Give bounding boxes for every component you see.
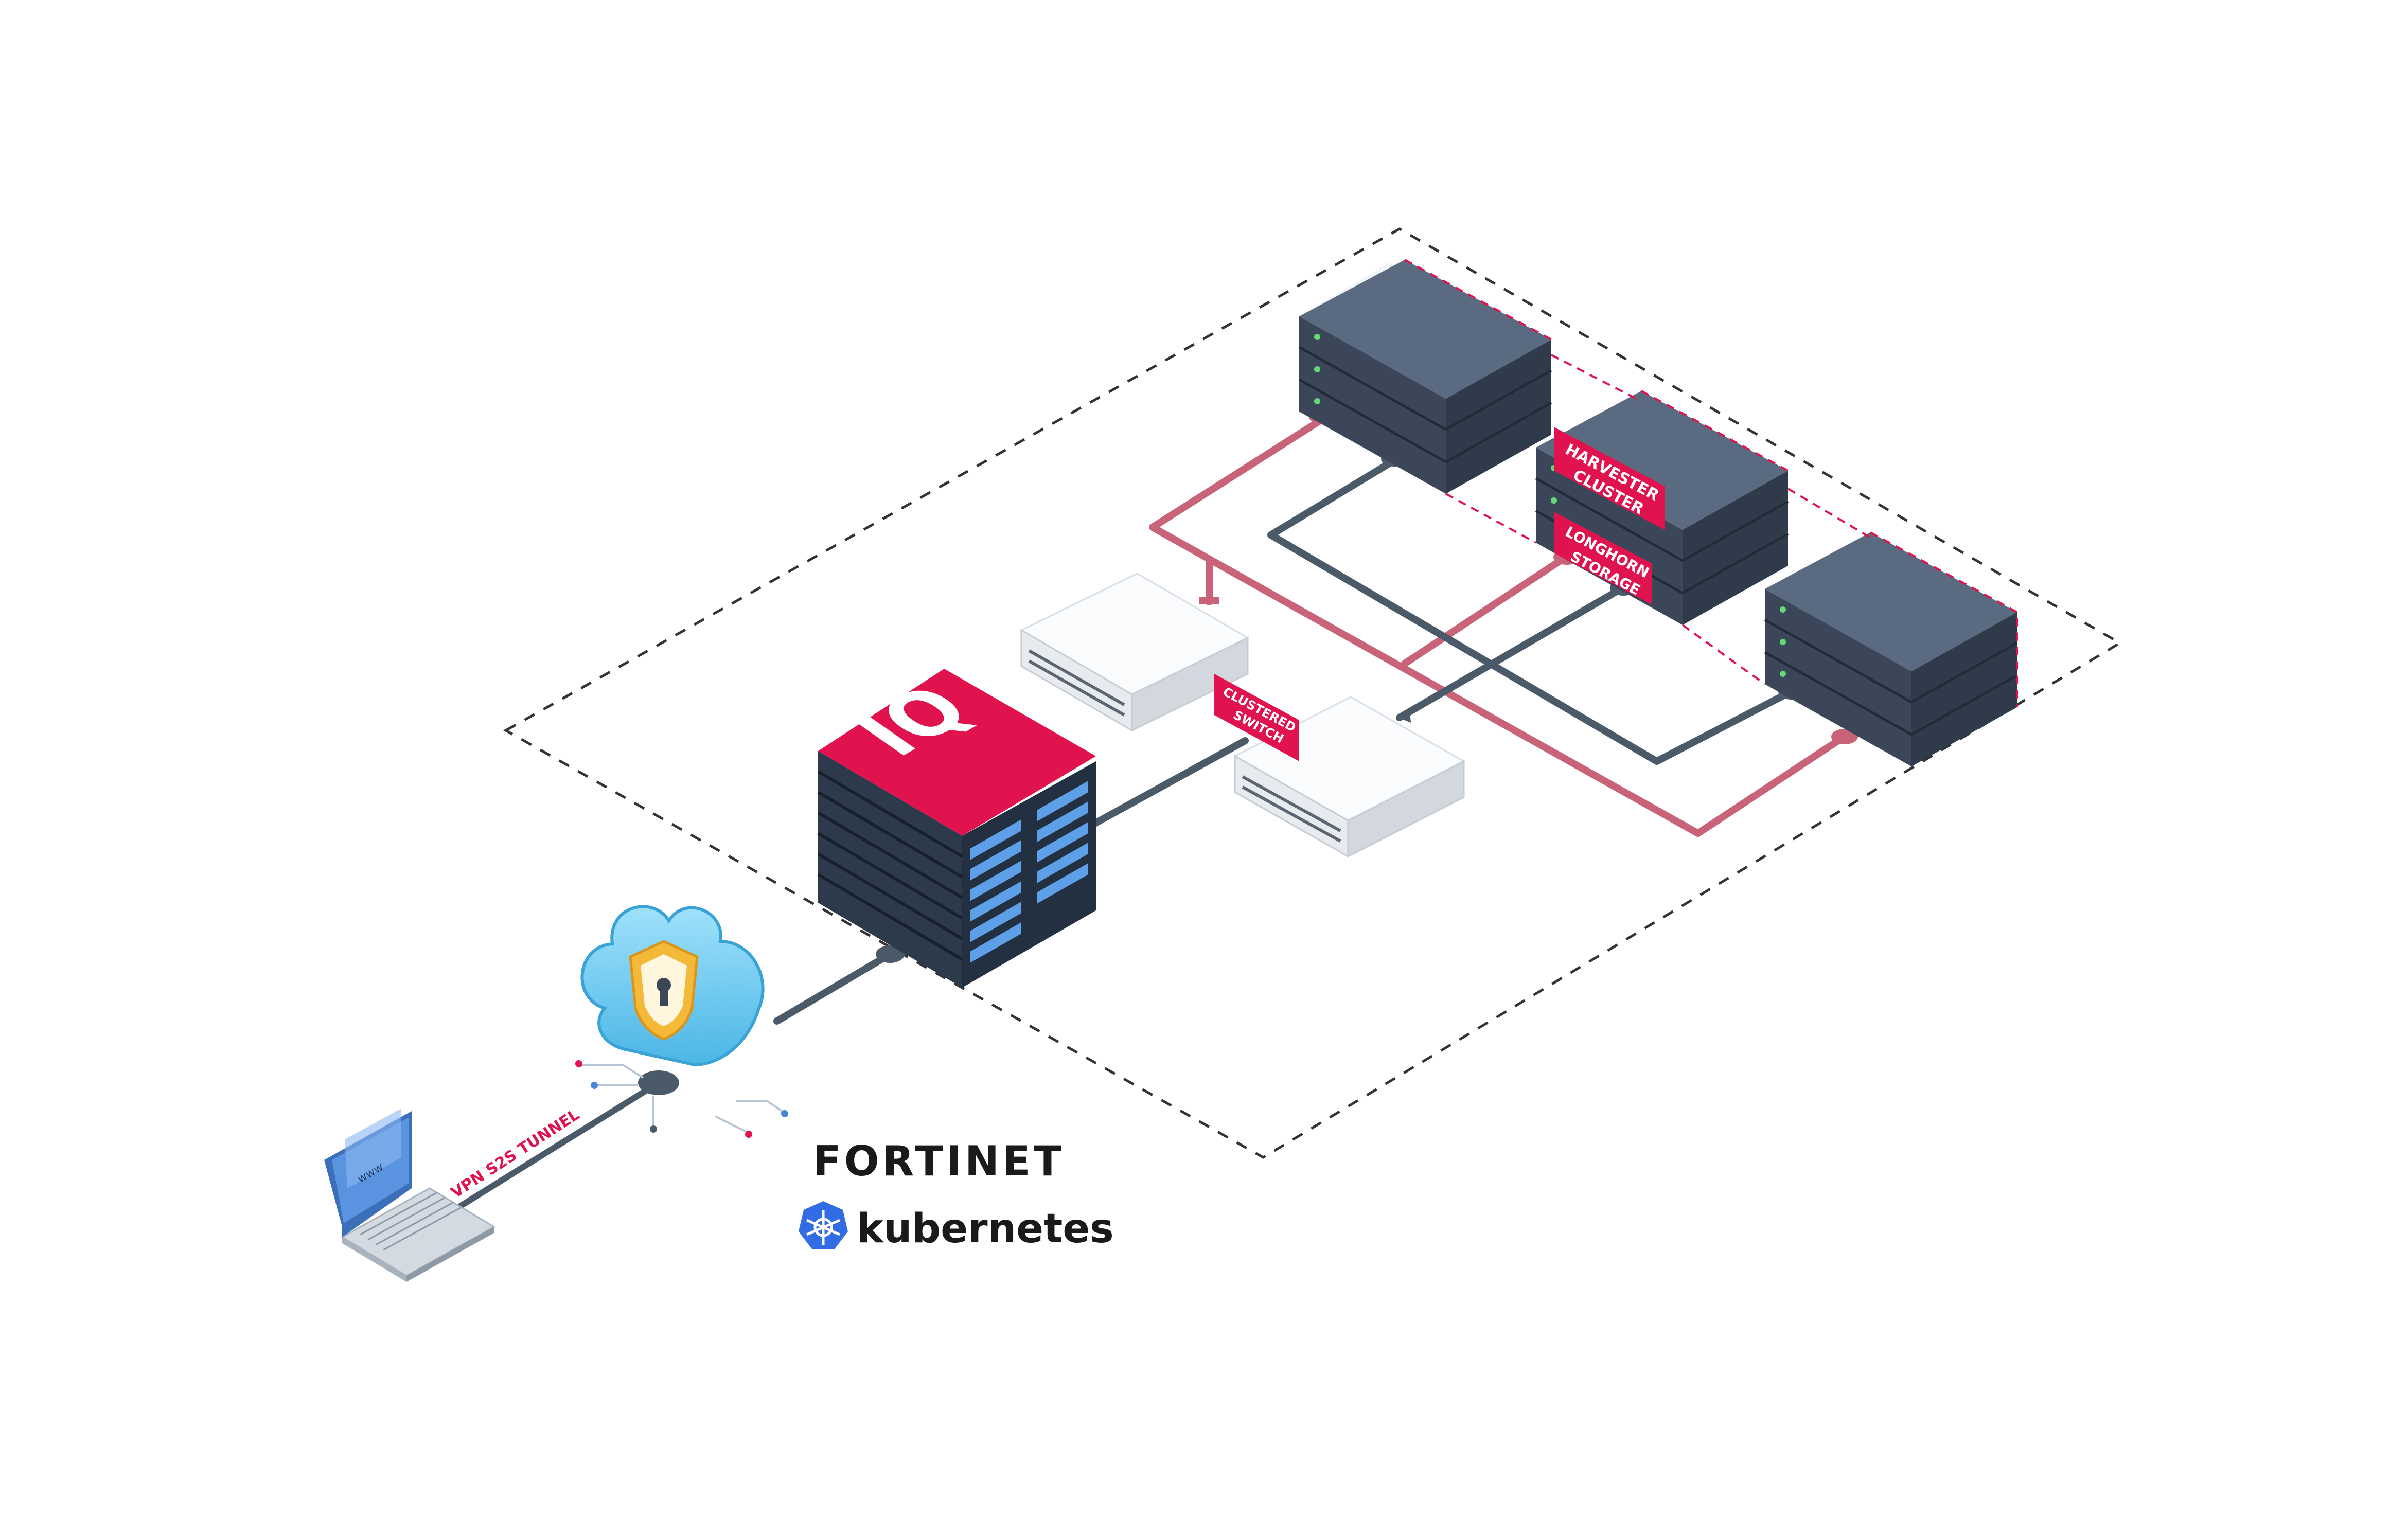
cable-vpn [445,1080,662,1217]
fortinet-logo-text: FORTINET [813,1137,1065,1185]
cable-dark-bus [1267,457,1794,765]
cloud-shield-icon [575,905,788,1138]
fortinet-logo: FORTINET [813,1137,1065,1185]
cable-red-longhorn [1401,555,1568,667]
cable-dark-longhorn [1396,585,1624,721]
kubernetes-logo: kubernetes [799,1201,1114,1252]
vpn-tunnel-label: VPN S2S TUNNEL [448,1105,582,1202]
harvester-node-1 [1298,259,1552,494]
cable-red-bus [1149,416,1846,837]
cable-iq-cloud [773,951,894,1025]
kubernetes-logo-text: kubernetes [857,1206,1114,1252]
clustered-switch-1 [1019,573,1250,732]
cables [445,416,1846,1217]
clustered-switch-label: CLUSTERED SWITCH [1214,674,1299,761]
iq-datacenter-rack: IQ [817,669,1096,988]
harvester-cluster-outline [1445,354,1871,685]
laptop-icon: www [324,1109,495,1282]
harvester-node-3 [1764,531,2018,766]
cable-iq-switch [1087,737,1249,829]
